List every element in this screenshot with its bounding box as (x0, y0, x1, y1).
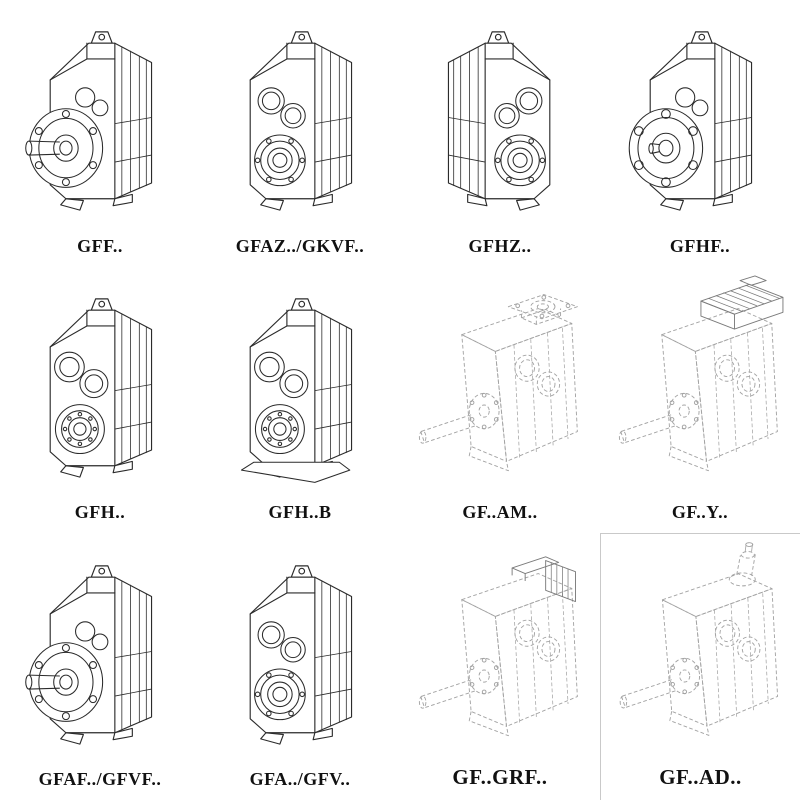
catalog-cell-gfa-gfv: GFA../GFV.. (200, 533, 400, 800)
model-label: GF..Y.. (671, 502, 729, 523)
model-label: GFHZ.. (468, 235, 532, 256)
gearbox-drawing-gfa (202, 535, 398, 767)
gearbox-drawing-gf-y (602, 269, 798, 501)
gearbox-drawing-gf-ad (603, 536, 798, 763)
model-label: GF..AD.. (659, 764, 742, 789)
model-label: GFHF.. (669, 235, 731, 256)
catalog-cell-gff: GFF.. (0, 0, 200, 267)
model-label: GF..GRF.. (452, 764, 548, 789)
model-label: GFH..B (268, 502, 332, 523)
gearbox-drawing-gfaz (202, 2, 398, 234)
gearbox-drawing-gfh (2, 269, 198, 501)
catalog-cell-gfh-b: GFH..B (200, 267, 400, 534)
catalog-cell-gf-y: GF..Y.. (600, 267, 800, 534)
gearbox-drawing-gfh-b (202, 269, 398, 501)
catalog-cell-gf-grf: GF..GRF.. (400, 533, 600, 800)
catalog-cell-gf-ad: GF..AD.. (600, 533, 800, 800)
catalog-cell-gf-am: GF..AM.. (400, 267, 600, 534)
gearbox-drawing-gf-am (402, 269, 598, 501)
model-label: GFAF../GFVF.. (38, 768, 162, 789)
model-label: GFA../GFV.. (249, 768, 351, 789)
model-label: GF..AM.. (462, 502, 538, 523)
catalog-cell-gfhz: GFHZ.. (400, 0, 600, 267)
gearbox-drawing-gfhf (602, 2, 798, 234)
catalog-cell-gfhf: GFHF.. (600, 0, 800, 267)
gearbox-drawing-gfhz (402, 2, 598, 234)
catalog-cell-gfaz-gkvf: GFAZ../GKVF.. (200, 0, 400, 267)
gearbox-drawing-gff (2, 2, 198, 234)
model-label: GFH.. (74, 502, 126, 523)
model-label: GFAZ../GKVF.. (235, 235, 365, 256)
catalog-cell-gfaf-gfvf: GFAF../GFVF.. (0, 533, 200, 800)
catalog-cell-gfh: GFH.. (0, 267, 200, 534)
model-label: GFF.. (77, 235, 123, 256)
gearbox-drawing-gfaf (2, 535, 198, 767)
gearbox-drawing-gf-grf (402, 535, 598, 763)
